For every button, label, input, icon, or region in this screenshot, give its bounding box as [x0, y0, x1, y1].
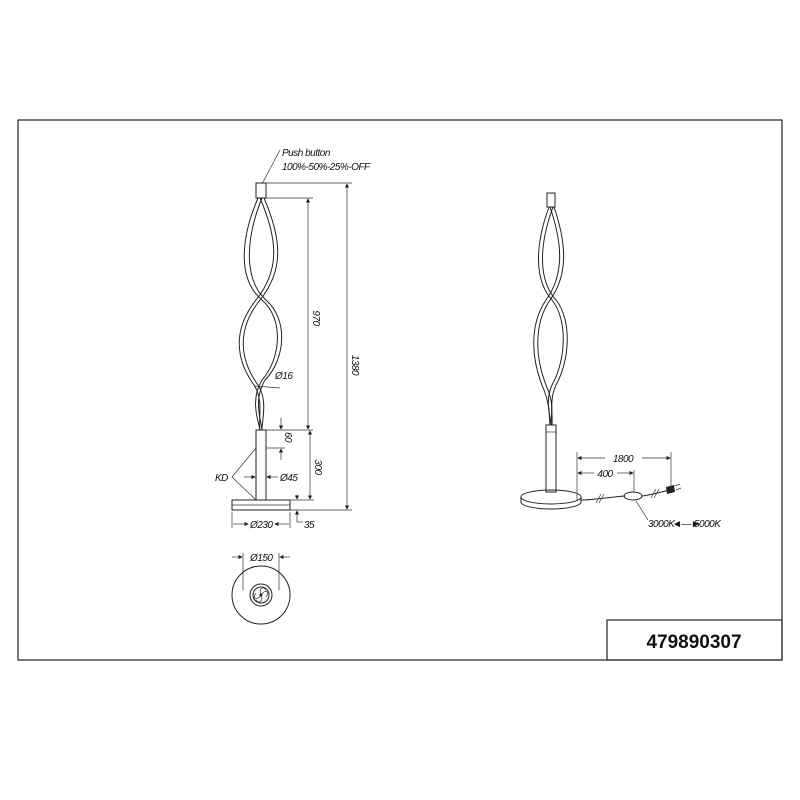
dim-cable-length: 1800 [613, 454, 634, 465]
kd-label: KD [215, 473, 228, 484]
lamp-perspective-view: 1800 400 3000K ◄—► 5000K [520, 192, 723, 530]
push-button-cap [255, 182, 267, 199]
dim-switch-distance: 400 [597, 469, 613, 480]
dim-base-height: 35 [304, 520, 315, 531]
dimmer-steps-label: 100%-50%-25%-OFF [282, 162, 371, 173]
dim-base-inner: Ø150 [249, 553, 273, 564]
dim-arms: 970 [310, 310, 321, 326]
color-temp-from: 3000K [648, 519, 676, 530]
dim-base-diameter: Ø230 [249, 520, 273, 531]
dim-tube-top: 60 [282, 432, 293, 443]
product-code: 479890307 [646, 632, 741, 653]
dim-tube: 300 [312, 459, 323, 475]
plug-icon [666, 485, 675, 494]
dim-tube-diameter: Ø45 [279, 473, 298, 484]
title-block [606, 619, 783, 661]
color-temp-to: 5000K [694, 519, 722, 530]
spiral-arms [238, 197, 283, 431]
base-top-view: Ø150 [231, 553, 291, 625]
dimmer-switch [623, 491, 643, 501]
push-button-label: Push button [282, 148, 331, 159]
lamp-front-view: Push button 100%-50%-25%-OFF 1380 970 30… [215, 148, 371, 531]
drawing-frame [17, 119, 783, 661]
dim-arm-diameter: Ø16 [274, 371, 293, 382]
color-temp-arrow: ◄—► [672, 519, 700, 530]
dim-total-height: 1380 [349, 355, 360, 376]
tube [255, 429, 267, 501]
